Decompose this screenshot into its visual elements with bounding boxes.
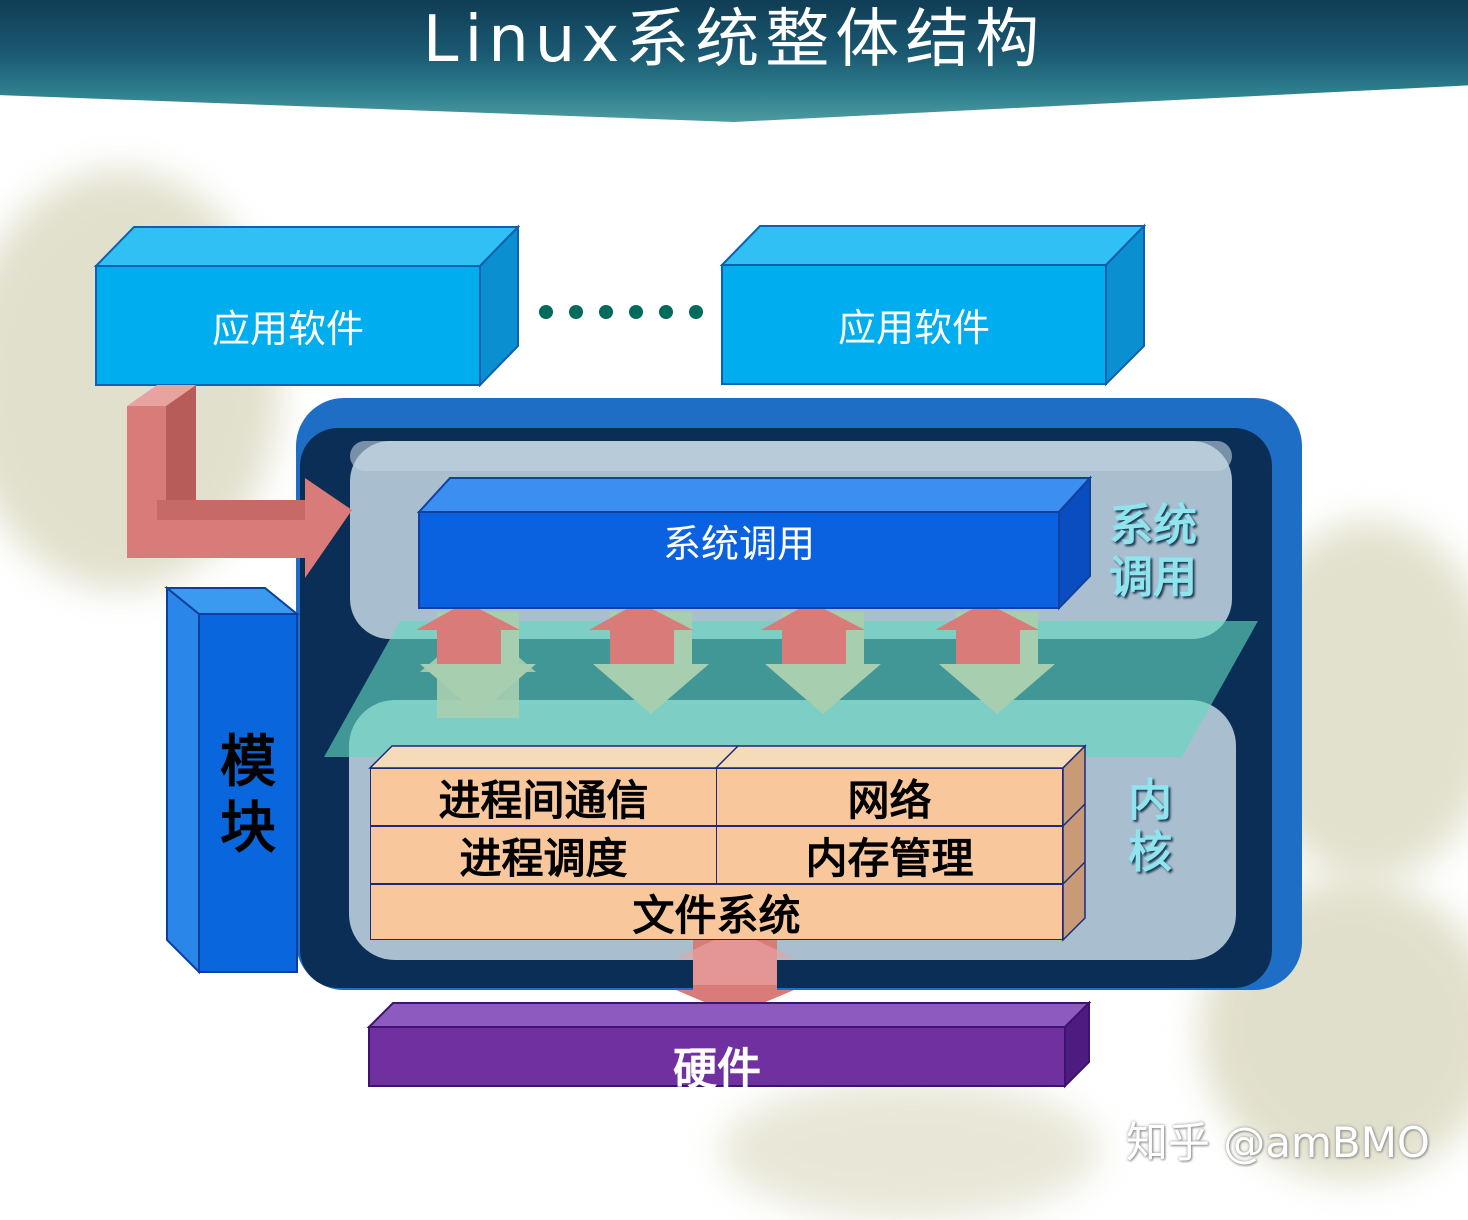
arrow-pair xyxy=(416,602,536,718)
module-side xyxy=(166,585,200,975)
kernel-cell-filesystem: 文件系统 xyxy=(370,884,1063,940)
syscall-box-top xyxy=(416,477,1093,513)
syscall-layer-label-text: 系统 调用 xyxy=(1109,500,1197,603)
ellipsis-dots xyxy=(539,305,703,319)
kernel-layer-label-text: 内 核 xyxy=(1128,775,1172,878)
app-box-top xyxy=(719,225,1147,266)
hardware-box xyxy=(366,1000,1092,1089)
syscall-box-label: 系统调用 xyxy=(662,521,815,566)
module-label-text: 模 块 xyxy=(220,730,276,861)
hardware-label: 硬件 xyxy=(673,1043,761,1095)
app-to-syscall-arrow xyxy=(127,385,352,578)
kernel-layer-label: 内 核 xyxy=(1095,775,1205,879)
module-label: 模 块 xyxy=(198,730,298,862)
hardware-box-front xyxy=(368,1026,1066,1087)
syscall-layer-label: 系统 调用 xyxy=(1098,500,1208,604)
kernel-cell-memory: 内存管理 xyxy=(716,826,1063,884)
arrow-pair xyxy=(935,602,1055,714)
kernel-cell-scheduling: 进程调度 xyxy=(370,826,717,884)
app-box-front xyxy=(95,265,481,386)
kernel-cell-sides xyxy=(368,744,1087,942)
syscall-layer-top xyxy=(350,441,1232,471)
syscall-box xyxy=(416,475,1093,611)
app-software-label: 应用软件 xyxy=(211,307,364,351)
module-front xyxy=(198,613,298,973)
syscall-kernel-arrows xyxy=(416,602,1055,718)
watermark: 知乎 @amBMO xyxy=(1125,1118,1430,1167)
syscall-box-front xyxy=(418,511,1060,609)
app-software-box-1 xyxy=(93,224,521,388)
app-box-top xyxy=(93,226,521,267)
kernel-hardware-arrow xyxy=(676,930,794,1015)
app-box-front xyxy=(721,264,1107,385)
page-title: Linux系统整体结构 xyxy=(422,3,1046,77)
arrow-pair xyxy=(761,602,881,714)
hardware-box-top xyxy=(366,1002,1092,1028)
background-blot xyxy=(720,1080,1100,1220)
app-software-box-2 xyxy=(719,223,1147,387)
kernel-cell-network: 网络 xyxy=(716,768,1063,826)
app-software-label: 应用软件 xyxy=(837,306,990,350)
arrow-pair xyxy=(589,602,709,714)
kernel-cell-ipc: 进程间通信 xyxy=(370,768,717,826)
module-pillar xyxy=(164,585,300,975)
